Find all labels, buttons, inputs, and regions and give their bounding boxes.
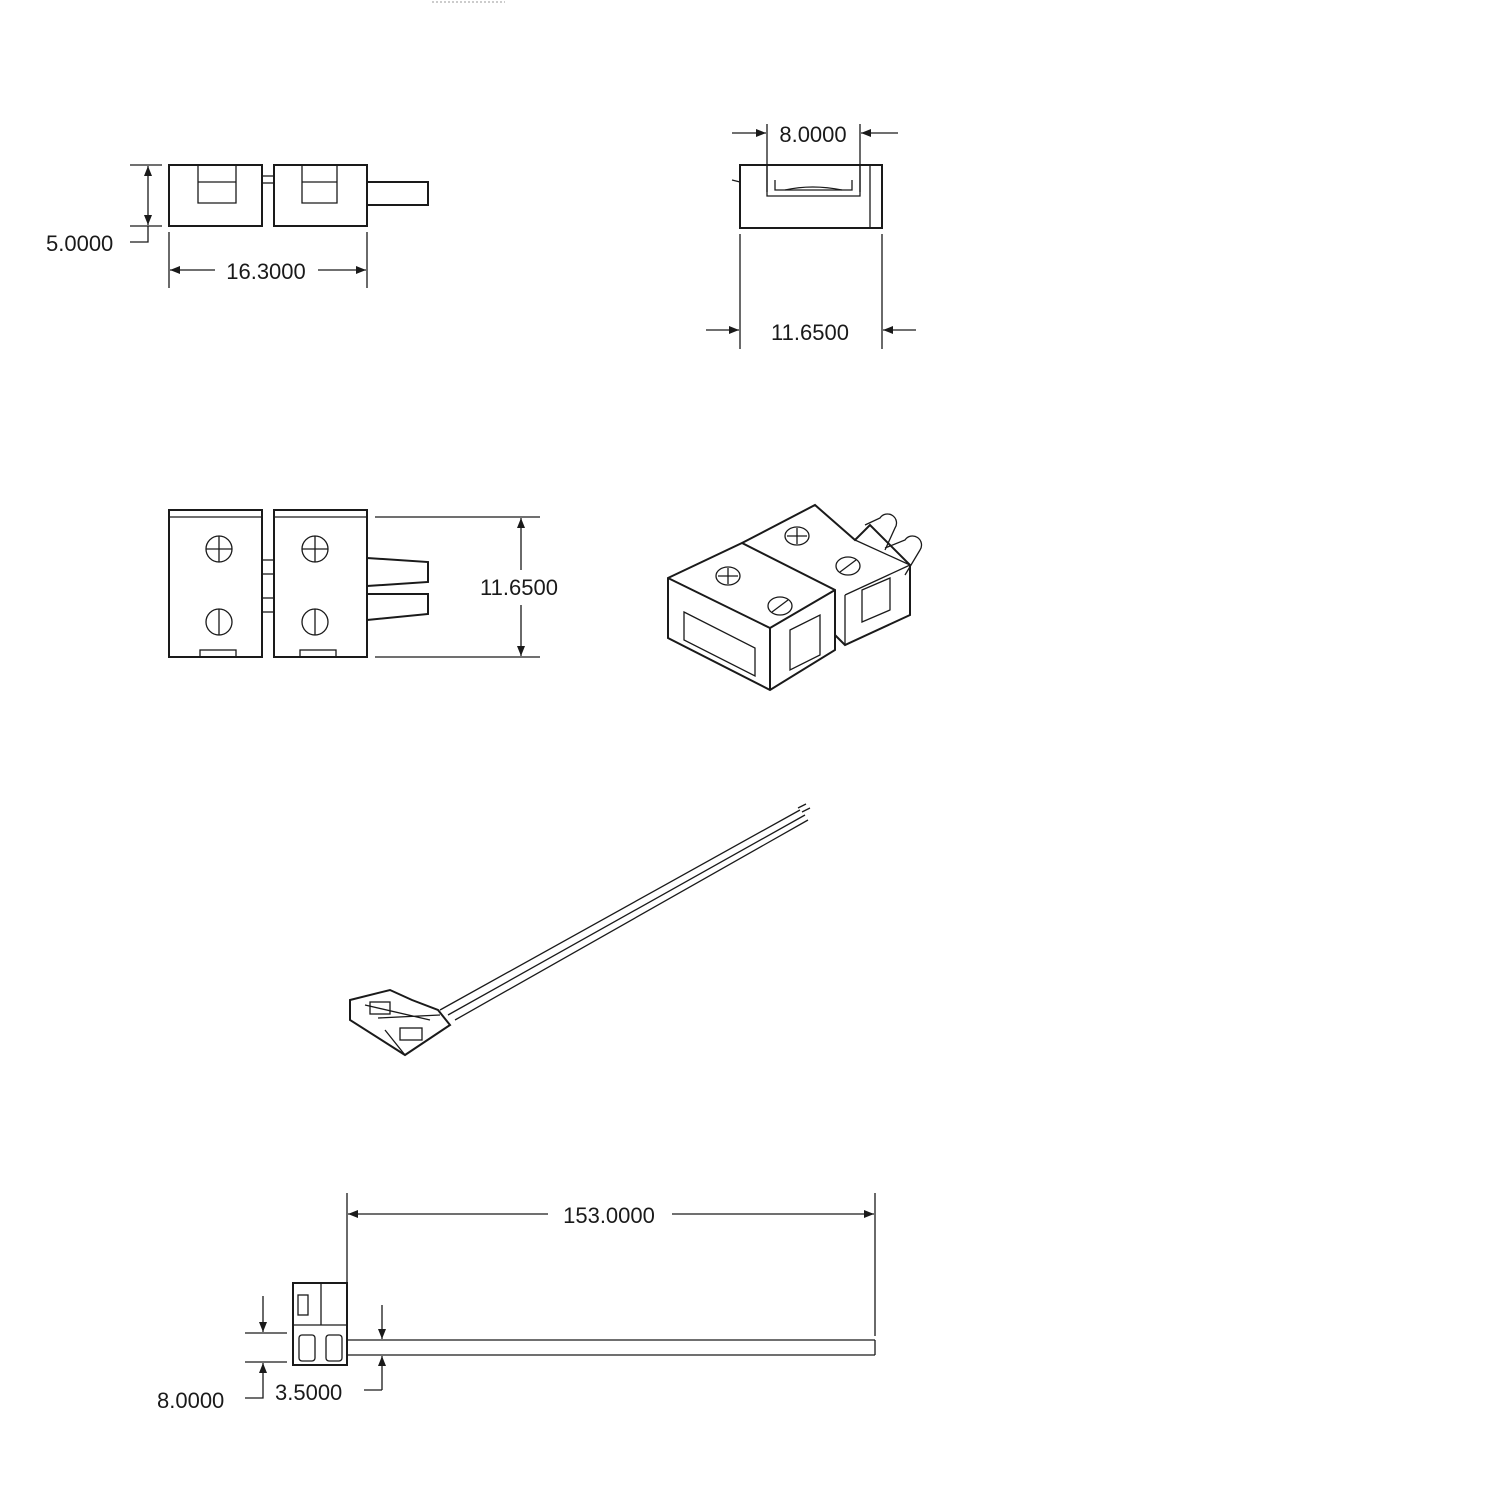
- dim-wire-spacing: 3.5000: [275, 1380, 342, 1405]
- end-view: 8.0000 11.6500: [706, 122, 916, 349]
- cable-plan-view: 153.0000 8.0000 3.5000: [157, 1193, 876, 1413]
- dim-cable-length: 153.0000: [563, 1203, 655, 1228]
- dim-depth: 11.6500: [480, 575, 558, 600]
- side-view: 5.0000 16.3000: [46, 164, 429, 288]
- connector-block-right: [273, 164, 368, 227]
- isometric-view: [667, 503, 923, 692]
- connector-end: [739, 164, 883, 229]
- wire-stub: [366, 181, 429, 206]
- cable-iso-view: [349, 803, 811, 1057]
- dim-end-width: 11.6500: [771, 320, 849, 345]
- connector-block-left: [168, 164, 263, 227]
- screw-icon: [205, 535, 329, 636]
- top-view: 11.6500: [168, 509, 558, 658]
- dim-width: 16.3000: [226, 259, 306, 284]
- dim-pitch: 8.0000: [157, 1388, 224, 1413]
- dim-slot: 8.0000: [779, 122, 846, 147]
- dim-height: 5.0000: [46, 231, 113, 256]
